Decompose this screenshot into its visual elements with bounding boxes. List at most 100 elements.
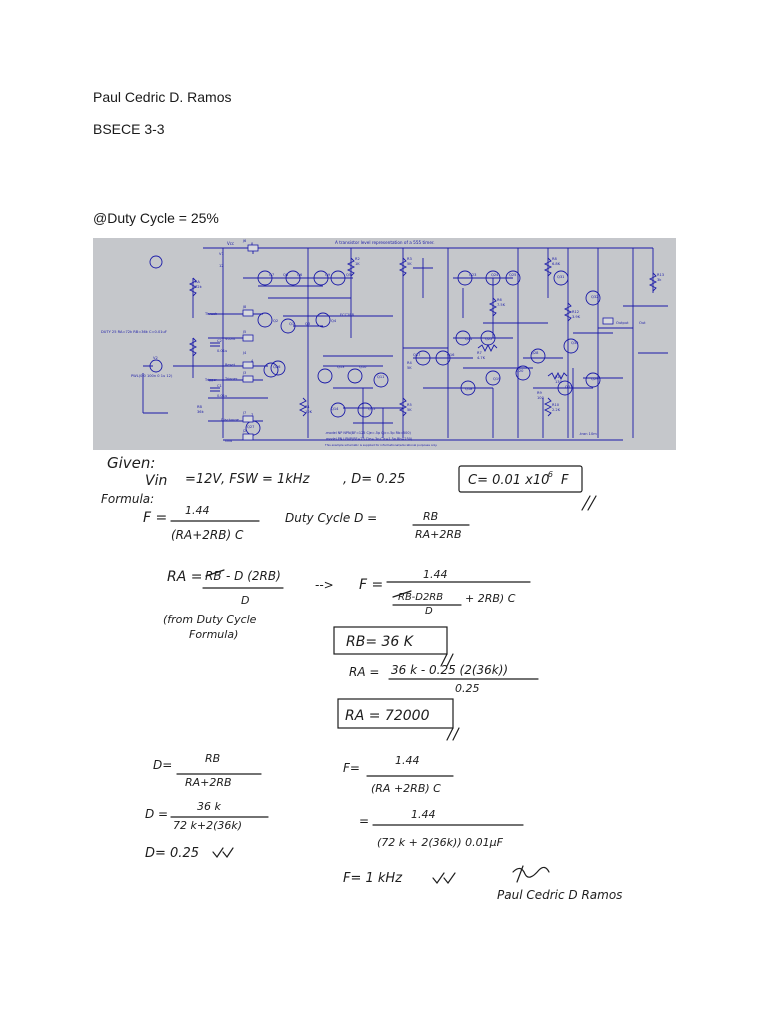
label-r7: R7 <box>477 351 482 355</box>
label-q26: Q26 <box>273 365 281 369</box>
label-r5-value: 5K <box>407 408 412 412</box>
ra-calc-lhs: RA = <box>349 665 379 679</box>
frequency-formula-lhs: F = <box>143 510 167 526</box>
substituted-inner-numerator: RB-D2RB <box>398 592 443 603</box>
vin-value: =12V <box>185 472 222 487</box>
label-q11: Q11 <box>377 375 384 379</box>
label-fcc: FCC2EB <box>340 313 355 317</box>
label-q16: Q16 <box>447 353 455 357</box>
schematic-transistors <box>149 255 601 436</box>
label-r11: R11 <box>555 375 562 379</box>
label-c2: C2 <box>217 339 222 343</box>
label-q3: Q3 <box>305 322 310 326</box>
label-q7: Q7 <box>269 273 274 277</box>
label-q22: Q22 <box>485 337 492 341</box>
handwritten-calculation: Given: Vin =12V , FSW = 1kHz , D= 0.25 C… <box>101 454 622 902</box>
check-d2-denominator: 72 k+2(36k) <box>173 819 242 832</box>
label-out: Out <box>639 321 646 325</box>
given-label: Given: <box>107 454 155 472</box>
label-j6: J6 <box>242 239 246 243</box>
label-r1-value: 10K <box>305 410 313 414</box>
frequency-formula-numerator: 1.44 <box>185 504 210 517</box>
label-pin-4: 4 <box>251 359 254 363</box>
label-v2: V2 <box>153 356 158 360</box>
label-q19: Q19 <box>493 377 501 381</box>
fsw-value: , FSW = 1kHz <box>221 472 311 487</box>
frequency-formula-denominator: (RA+2RB) C <box>171 528 244 542</box>
duty-cycle-text: Duty Cycle D = <box>285 511 377 525</box>
label-q15: Q15 <box>368 407 375 411</box>
label-trigger-2: Trigger <box>204 378 217 382</box>
check-mark-f <box>432 872 456 885</box>
label-gnd: Gnd <box>225 439 232 443</box>
duty-formula-numerator: RB <box>423 510 438 523</box>
label-q20: Q20 <box>516 369 524 373</box>
label-q30: Q30 <box>571 341 579 345</box>
formula-label: Formula: <box>101 492 154 506</box>
label-q25: Q25 <box>509 273 516 277</box>
label-q32: Q32 <box>591 295 598 299</box>
ra-formula-lhs: RA = <box>167 569 203 585</box>
label-r13-value: 3k <box>657 278 662 282</box>
label-r10-value: 2.2K <box>552 408 561 412</box>
label-r13: R13 <box>657 273 664 277</box>
capacitance-unit: F <box>561 473 569 488</box>
duty-cycle-caption: @Duty Cycle = 25% <box>93 210 219 226</box>
label-q24: Q24 <box>491 273 499 277</box>
author-name: Paul Cedric D. Ramos <box>93 89 232 105</box>
check-d-lhs: D= <box>153 758 172 772</box>
label-q8: Q8 <box>283 273 289 277</box>
label-r6-value: 7.5K <box>497 303 506 307</box>
label-q13: Q13 <box>337 365 344 369</box>
check-f2-numerator: 1.44 <box>411 808 436 821</box>
label-j4: J4 <box>242 351 247 355</box>
ra-calc-numerator: 36 k - 0.25 (2(36k)) <box>391 663 508 677</box>
label-r8: R8 <box>552 257 557 261</box>
sim-command: .tran 10m <box>579 432 597 436</box>
label-q10: Q10 <box>359 365 367 369</box>
label-r9: R9 <box>537 391 542 395</box>
model-npn: .model NP NPN(BF=125 Cje=.5p Cjc=.5p Rb=… <box>325 431 411 435</box>
check-f-result: F= 1 kHz <box>343 871 403 886</box>
label-c1-value: 0.01u <box>217 394 227 398</box>
label-r10: R10 <box>552 403 560 407</box>
check-d2-numerator: 36 k <box>197 800 221 813</box>
handwritten-notes: Given: Vin =12V , FSW = 1kHz , D= 0.25 C… <box>93 452 676 940</box>
label-vcc: Vcc <box>227 241 234 246</box>
label-q2: Q2 <box>273 319 278 323</box>
check-f-numerator: 1.44 <box>395 754 420 767</box>
model-pnp: .model PN LPNP(BF=25 Cje=.3p Cjc=1.5p Rb… <box>325 437 413 441</box>
label-r9-value: 100 <box>537 396 545 400</box>
section-label: BSECE 3-3 <box>93 121 165 137</box>
ra-formula-numerator: - D (2RB) <box>226 569 281 583</box>
label-v1: V1 <box>219 252 224 256</box>
label-r6: R6 <box>497 298 502 302</box>
ra-calc-denominator: 0.25 <box>455 682 480 695</box>
schematic-pins <box>242 244 614 441</box>
from-duty-note-line1: (from Duty Cycle <box>163 613 257 626</box>
substituted-f-tail: + 2RB) C <box>465 592 516 605</box>
check-f2-denominator: (72 k + 2(36k)) 0.01µF <box>377 836 504 849</box>
label-trigger: Trigger <box>224 377 238 381</box>
label-pin-7: 7 <box>251 413 253 417</box>
rb-result: RB= 36 K <box>346 634 415 650</box>
from-duty-note-line2: Formula) <box>189 628 238 641</box>
label-j8: J8 <box>242 305 246 309</box>
footnote: This example schematic is supplied for i… <box>324 443 437 447</box>
label-q4: Q4 <box>331 319 337 323</box>
label-r8-value: 6.8K <box>552 262 561 266</box>
label-discharge: Discharge <box>221 418 240 422</box>
label-output: Output <box>616 321 629 325</box>
label-thresh: Thresh <box>204 312 217 316</box>
label-r12-value: 3.9K <box>572 315 581 319</box>
label-q9: Q9 <box>325 273 331 277</box>
label-r4: R4 <box>407 361 412 365</box>
label-r1: R1 <box>305 405 310 409</box>
duty-given: , D= 0.25 <box>343 472 405 487</box>
label-c1: C1 <box>217 384 222 388</box>
check-f2-lhs: = <box>359 814 369 828</box>
rb-box <box>333 626 448 655</box>
label-q14: Q14 <box>331 407 339 411</box>
label-rb-value: 36k <box>197 410 205 414</box>
implies-arrow: --> <box>315 578 334 592</box>
